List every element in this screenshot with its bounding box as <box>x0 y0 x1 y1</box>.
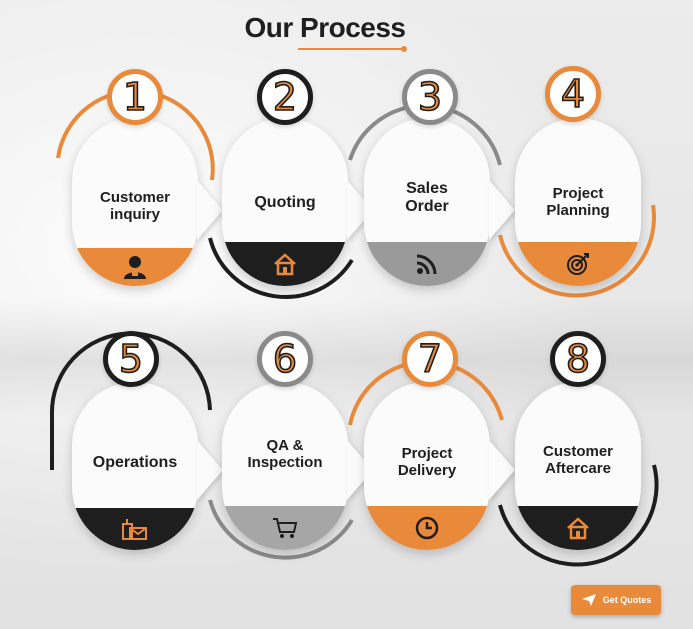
step-number: 2 <box>272 75 298 119</box>
get-quotes-label: Get Quotes <box>602 595 652 605</box>
step-label: Project Planning <box>515 185 641 219</box>
send-icon <box>581 594 596 606</box>
step-card-6[interactable]: QA & Inspection <box>222 382 348 550</box>
step-icon-band <box>364 506 490 550</box>
clock-icon <box>415 516 439 540</box>
step-label-line: Inspection <box>247 453 323 471</box>
step-label-line: Project <box>401 445 453 462</box>
step-connector <box>489 180 515 240</box>
step-card-5[interactable]: Operations <box>72 382 198 550</box>
step-number: 3 <box>417 75 443 119</box>
step-icon-band <box>222 506 348 550</box>
step-card-2[interactable]: Quoting <box>222 118 348 286</box>
step-label: Customer inquiry <box>72 189 198 223</box>
step-label: Operations <box>72 454 198 472</box>
step-label-line: Sales <box>406 180 448 197</box>
step-card-4[interactable]: Project Planning <box>515 118 641 286</box>
step-label: Sales Order <box>364 180 490 215</box>
step-icon-band <box>72 248 198 286</box>
step-label: Customer Aftercare <box>515 443 641 477</box>
step-number: 5 <box>118 337 144 381</box>
step-label: Project Delivery <box>364 445 490 479</box>
step-number-badge: 8 <box>550 331 606 387</box>
home-icon <box>567 517 589 540</box>
home-icon <box>274 253 296 276</box>
step-connector <box>197 180 223 240</box>
step-number: 6 <box>272 337 298 381</box>
step-number-badge: 3 <box>402 69 458 125</box>
step-number-badge: 6 <box>257 331 313 387</box>
step-label-line: Customer <box>99 189 170 206</box>
step-number: 4 <box>560 72 586 116</box>
step-label-line: QA & <box>266 437 304 454</box>
step-number-badge: 2 <box>257 69 313 125</box>
step-label-line: Quoting <box>254 194 316 211</box>
mailbox-icon <box>122 519 147 540</box>
step-card-8[interactable]: Customer Aftercare <box>515 382 641 550</box>
step-label-line: inquiry <box>109 205 160 223</box>
step-label: Quoting <box>222 194 348 212</box>
step-icon-band <box>515 506 641 550</box>
step-label-line: Planning <box>546 201 610 219</box>
step-number-badge: 4 <box>545 66 601 122</box>
step-icon-band <box>222 242 348 286</box>
get-quotes-button[interactable]: Get Quotes <box>571 585 661 615</box>
step-card-1[interactable]: Customer inquiry <box>72 118 198 286</box>
step-icon-band <box>72 508 198 550</box>
step-number: 7 <box>417 337 443 381</box>
step-label-line: Operations <box>92 454 178 471</box>
step-icon-band <box>515 242 641 286</box>
step-number-badge: 7 <box>402 331 458 387</box>
step-connector <box>197 440 223 500</box>
step-number-badge: 5 <box>103 331 159 387</box>
target-icon <box>567 253 589 275</box>
cart-icon <box>273 518 298 538</box>
step-label-line: Project <box>552 185 604 202</box>
step-label-line: Delivery <box>397 461 457 479</box>
rss-icon <box>416 254 437 275</box>
page-title: Our Process <box>244 12 406 43</box>
step-label-line: Aftercare <box>545 459 611 477</box>
step-label: QA & Inspection <box>222 437 348 471</box>
title-underline <box>298 46 407 52</box>
step-label-line: Customer <box>542 443 613 460</box>
step-number: 8 <box>565 337 591 381</box>
user-icon <box>124 256 146 279</box>
step-label-line: Order <box>405 197 449 215</box>
step-card-7[interactable]: Project Delivery <box>364 382 490 550</box>
step-number-badge: 1 <box>107 69 163 125</box>
step-card-3[interactable]: Sales Order <box>364 118 490 286</box>
step-number: 1 <box>122 75 148 119</box>
step-connector <box>489 440 515 500</box>
step-icon-band <box>364 242 490 286</box>
